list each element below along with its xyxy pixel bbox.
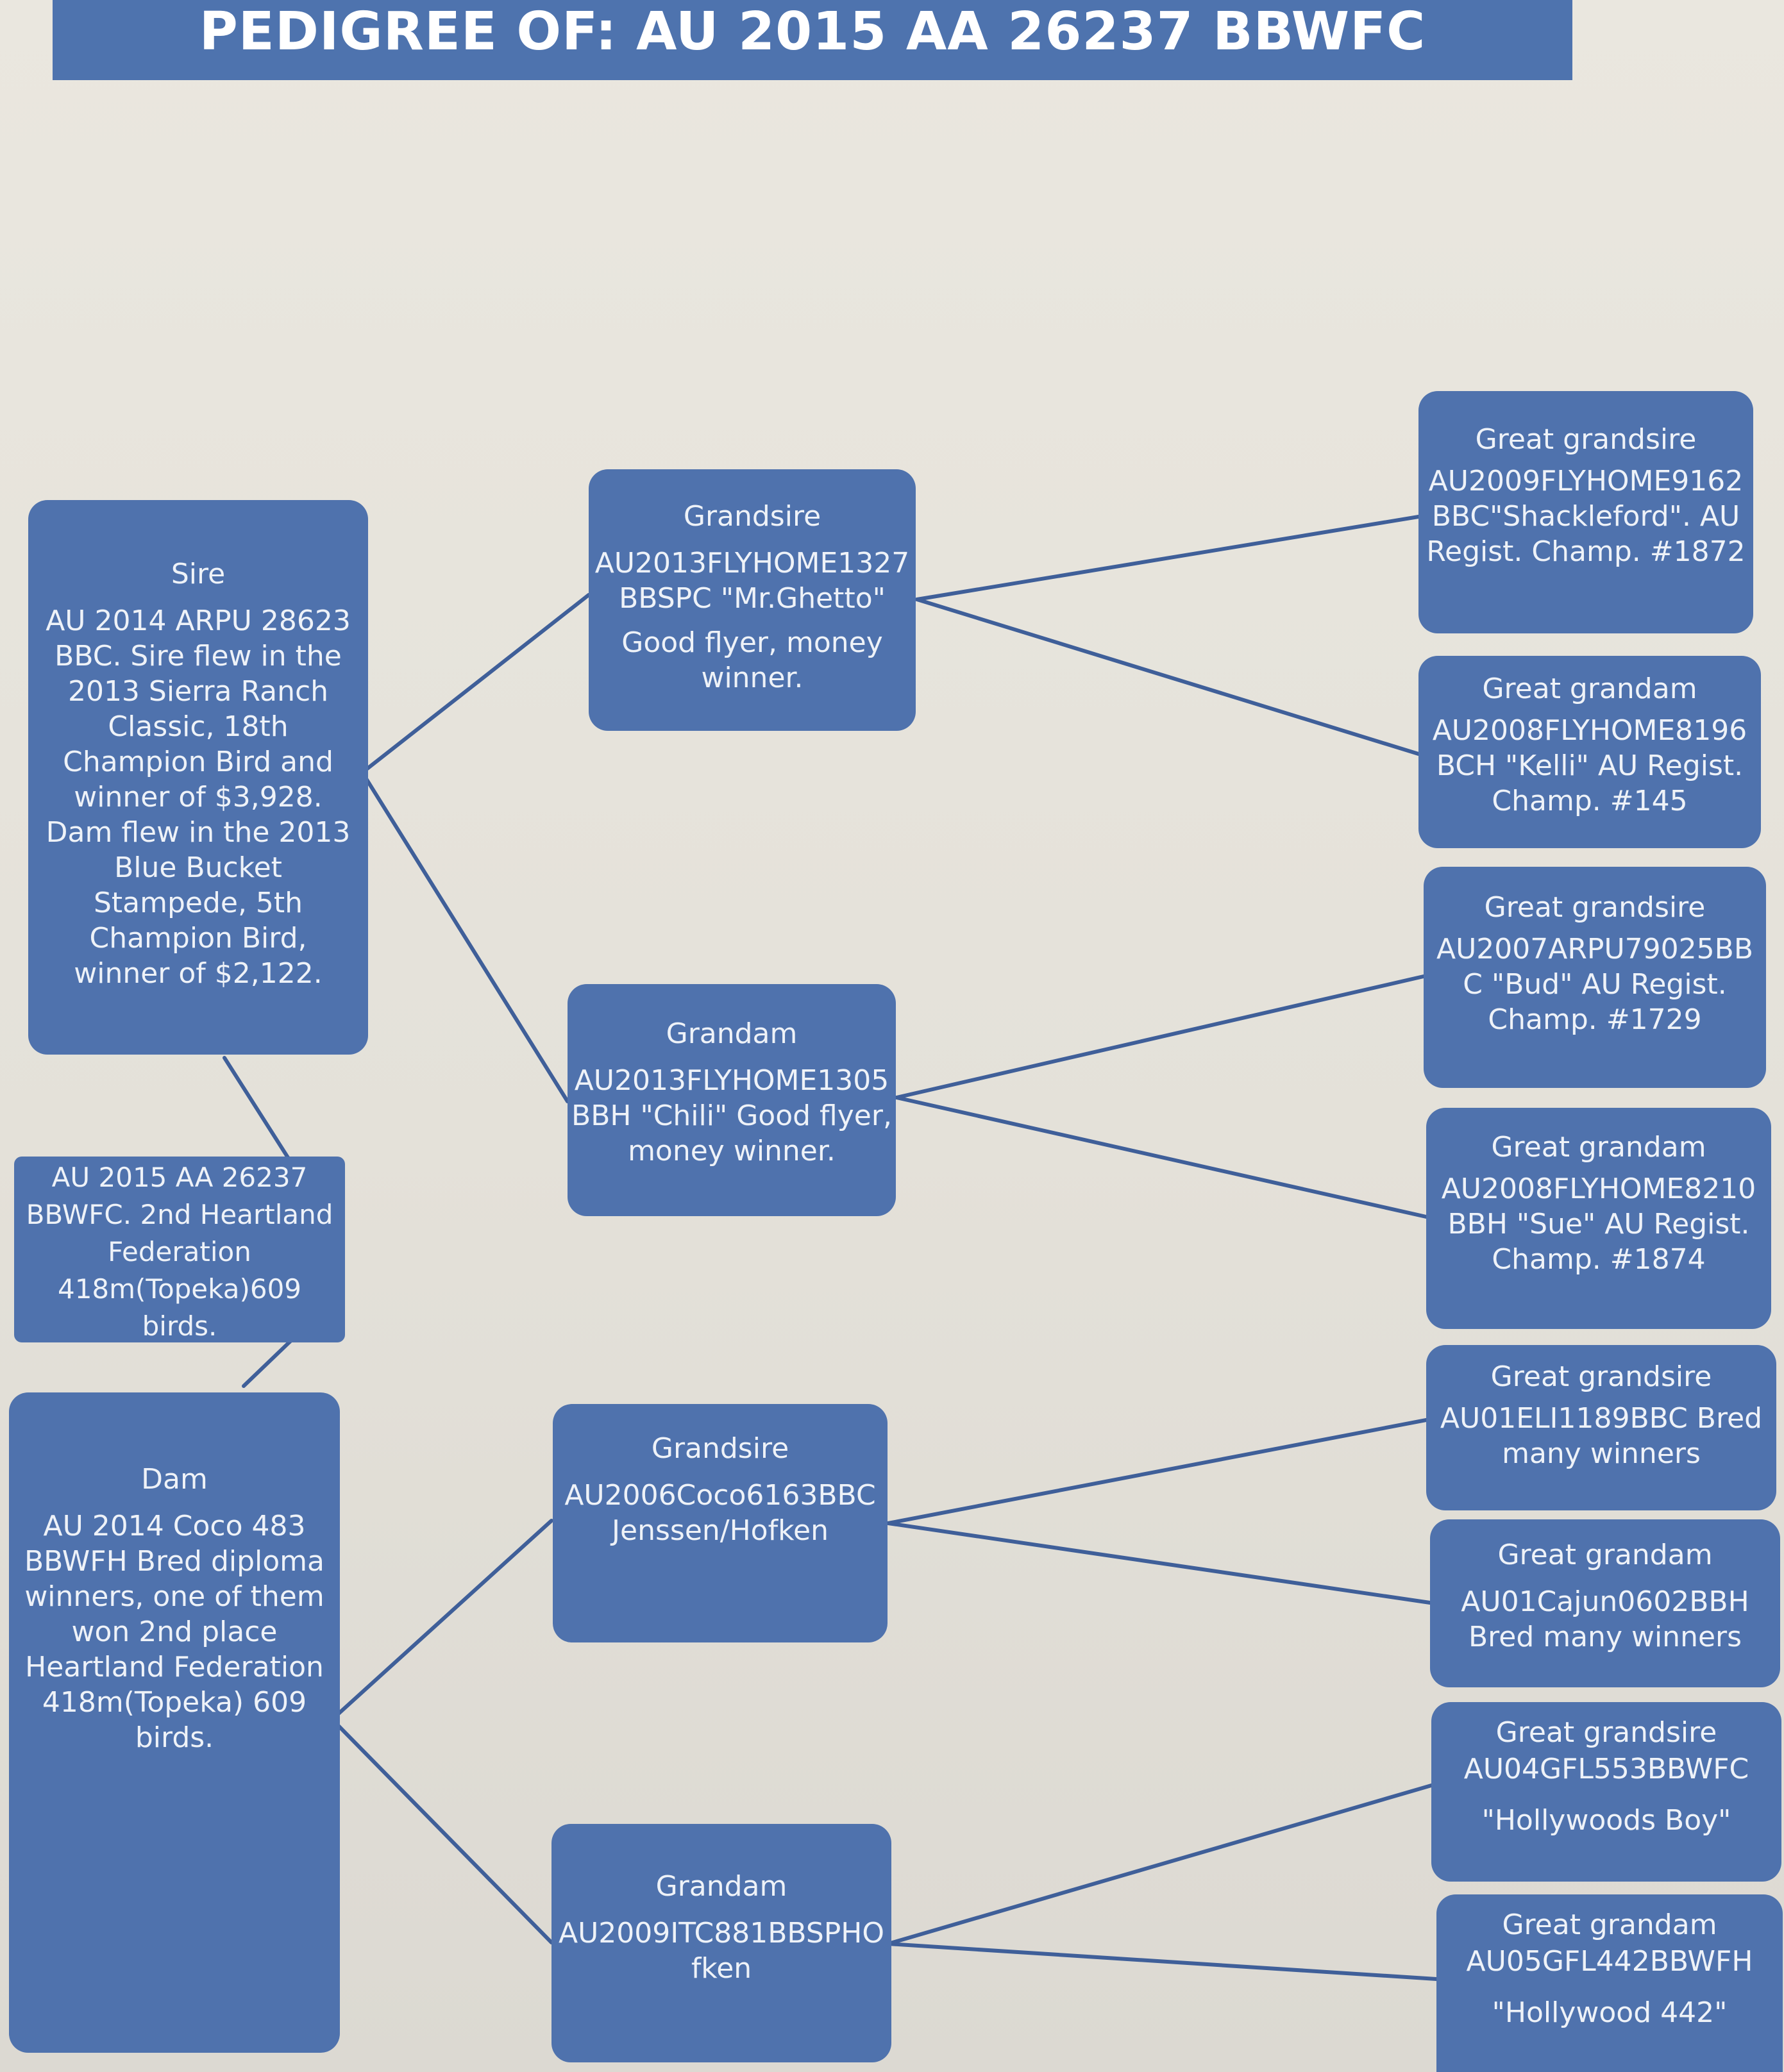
connector-gd2-ggd4 bbox=[886, 1942, 1438, 1981]
connector-sire-subject bbox=[223, 1056, 294, 1166]
great-grandsire-2-text: AU2007ARPU79025BB C "Bud" AU Regist. Cha… bbox=[1436, 933, 1754, 1036]
great-grandsire-1-text: AU2009FLYHOME9162 BBC"Shackleford". AU R… bbox=[1426, 465, 1746, 568]
grandam-2-label: Grandam bbox=[655, 1870, 787, 1903]
dam-label: Dam bbox=[141, 1463, 208, 1496]
dam-text: AU 2014 Coco 483 BBWFH Bred diploma winn… bbox=[24, 1510, 325, 1754]
connector-gs1-ggd1 bbox=[915, 597, 1420, 756]
great-grandam-3-label: Great grandam bbox=[1497, 1539, 1713, 1571]
page-title: PEDIGREE OF: AU 2015 AA 26237 BBWFC bbox=[53, 0, 1572, 80]
sire-text: AU 2014 ARPU 28623 BBC. Sire flew in the… bbox=[46, 605, 351, 990]
great-grandsire-2-box: Great grandsire AU2007ARPU79025BB C "Bud… bbox=[1424, 867, 1766, 1088]
subject-text: AU 2015 AA 26237 BBWFC. 2nd Heartland Fe… bbox=[26, 1162, 333, 1342]
great-grandam-4-box: Great grandam AU05GFL442BBWFH "Hollywood… bbox=[1436, 1894, 1783, 2072]
subject-box: AU 2015 AA 26237 BBWFC. 2nd Heartland Fe… bbox=[14, 1157, 345, 1342]
great-grandam-3-box: Great grandam AU01Cajun0602BBH Bred many… bbox=[1430, 1519, 1780, 1687]
great-grandsire-4-box: Great grandsire AU04GFL553BBWFC "Hollywo… bbox=[1431, 1702, 1781, 1882]
sire-label: Sire bbox=[171, 558, 226, 590]
connector-subject-dam bbox=[242, 1338, 294, 1388]
great-grandam-4-label: Great grandam bbox=[1502, 1909, 1717, 1941]
great-grandsire-1-box: Great grandsire AU2009FLYHOME9162 BBC"Sh… bbox=[1418, 391, 1753, 633]
great-grandam-2-box: Great grandam AU2008FLYHOME8210 BBH "Sue… bbox=[1426, 1108, 1771, 1329]
grandam-1-text: AU2013FLYHOME1305 BBH "Chili" Good flyer… bbox=[571, 1064, 892, 1167]
great-grandsire-2-label: Great grandsire bbox=[1484, 891, 1706, 924]
grandam-1-box: Grandam AU2013FLYHOME1305 BBH "Chili" Go… bbox=[568, 984, 896, 1216]
dam-box: Dam AU 2014 Coco 483 BBWFH Bred diploma … bbox=[9, 1392, 340, 2053]
grandam-2-text: AU2009ITC881BBSPHO fken bbox=[558, 1917, 885, 1985]
grandsire-1-note: Good flyer, money winner. bbox=[621, 626, 883, 694]
great-grandam-3-text: AU01Cajun0602BBH Bred many winners bbox=[1461, 1585, 1749, 1653]
connector-gs1-ggs1 bbox=[915, 515, 1420, 601]
connector-sire-grandam bbox=[360, 771, 569, 1103]
connector-sire-grandsire bbox=[360, 593, 591, 774]
great-grandam-1-text: AU2008FLYHOME8196 BCH "Kelli" AU Regist.… bbox=[1432, 714, 1747, 817]
great-grandam-2-label: Great grandam bbox=[1491, 1131, 1706, 1164]
connector-dam-grandam bbox=[330, 1717, 553, 1944]
great-grandam-2-text: AU2008FLYHOME8210 BBH "Sue" AU Regist. C… bbox=[1441, 1173, 1756, 1276]
connector-gs2-ggd3 bbox=[886, 1521, 1432, 1605]
great-grandam-4-text: AU05GFL442BBWFH "Hollywood 442" bbox=[1466, 1945, 1753, 2029]
connector-dam-grandsire bbox=[330, 1519, 553, 1721]
great-grandsire-3-text: AU01ELI1189BBC Bred many winners bbox=[1440, 1402, 1763, 1470]
grandam-1-label: Grandam bbox=[666, 1017, 798, 1050]
great-grandsire-1-label: Great grandsire bbox=[1475, 423, 1697, 456]
great-grandsire-3-box: Great grandsire AU01ELI1189BBC Bred many… bbox=[1426, 1345, 1776, 1510]
sire-box: Sire AU 2014 ARPU 28623 BBC. Sire flew i… bbox=[28, 500, 368, 1055]
great-grandsire-4-text: AU04GFL553BBWFC "Hollywoods Boy" bbox=[1463, 1753, 1749, 1837]
connector-gd1-ggd2 bbox=[895, 1096, 1428, 1219]
connector-gd2-ggs4 bbox=[886, 1784, 1433, 1946]
grandsire-2-label: Grandsire bbox=[651, 1432, 789, 1465]
great-grandam-1-label: Great grandam bbox=[1482, 673, 1697, 705]
grandsire-1-text: AU2013FLYHOME1327 BBSPC "Mr.Ghetto" bbox=[594, 547, 910, 615]
great-grandsire-4-label: Great grandsire bbox=[1495, 1716, 1717, 1749]
grandsire-1-box: Grandsire AU2013FLYHOME1327 BBSPC "Mr.Gh… bbox=[589, 469, 916, 731]
great-grandsire-3-label: Great grandsire bbox=[1490, 1360, 1712, 1393]
connector-gd1-ggs2 bbox=[895, 974, 1426, 1099]
grandam-2-box: Grandam AU2009ITC881BBSPHO fken bbox=[551, 1824, 891, 2062]
great-grandam-1-box: Great grandam AU2008FLYHOME8196 BCH "Kel… bbox=[1418, 656, 1761, 848]
grandsire-2-box: Grandsire AU2006Coco6163BBC Jenssen/Hofk… bbox=[553, 1404, 888, 1642]
grandsire-2-text: AU2006Coco6163BBC Jenssen/Hofken bbox=[564, 1479, 876, 1547]
connector-gs2-ggs3 bbox=[886, 1418, 1428, 1525]
grandsire-1-label: Grandsire bbox=[683, 500, 821, 533]
